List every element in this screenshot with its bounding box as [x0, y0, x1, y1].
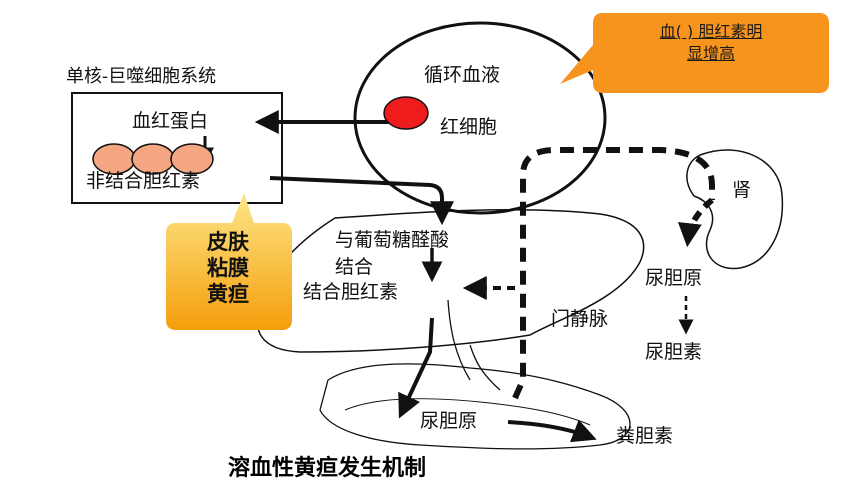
mono-system-box [71, 92, 283, 204]
liver-lower-outline [469, 344, 501, 391]
label-kidney: 肾 [732, 179, 752, 201]
arrow-to-stercobilin [507, 419, 597, 443]
intestine-outline [319, 363, 631, 450]
callout-left-line3: 黄疸 [207, 282, 249, 306]
arrow-unconjugated-to-liver [269, 176, 454, 226]
dashed-portal-vein [512, 147, 715, 400]
label-conjugated-bilirubin: 结合胆红素 [303, 281, 399, 303]
callout-top-line1: 血( ) 胆红素明 [659, 22, 763, 41]
label-mono-system: 单核-巨噬细胞系统 [66, 66, 217, 87]
label-portal-vein: 门静脉 [551, 308, 609, 330]
kidney-outline [686, 149, 784, 270]
diagram-title: 溶血性黄疸发生机制 [228, 456, 427, 481]
label-circulation: 循环血液 [424, 64, 501, 86]
callout-top-bg [560, 13, 829, 93]
label-unconjugated-bilirubin: 非结合胆红素 [86, 170, 201, 192]
callout-top: 血( ) 胆红素明 显增高 [593, 13, 829, 93]
callout-left-line2: 粘膜 [207, 256, 249, 280]
circulation-circle [353, 21, 607, 215]
macrophage-cell-3 [170, 143, 214, 175]
label-hemoglobin: 血红蛋白 [132, 110, 209, 132]
label-glucuronic: 与葡萄糖醛酸 [335, 229, 450, 251]
label-stercobilin: 粪胆素 [616, 425, 674, 447]
callout-left: 皮肤 粘膜 黄疸 [163, 193, 293, 333]
label-urobilin: 尿胆素 [645, 341, 703, 363]
arrow-conjugated-to-intestine [398, 317, 434, 419]
label-rbc: 红细胞 [440, 116, 498, 138]
dashed-kidney-to-urobilinogen [677, 197, 714, 248]
callout-top-line2: 显增高 [686, 44, 735, 63]
callout-left-line1: 皮肤 [207, 230, 249, 254]
label-combine: 结合 [335, 256, 374, 278]
bile-duct-outline [447, 299, 471, 381]
intestine-fold [344, 398, 591, 426]
label-urobilinogen-gut: 尿胆原 [420, 410, 478, 432]
label-urobilinogen-kidney: 尿胆原 [645, 267, 703, 289]
red-blood-cell [383, 96, 429, 130]
callout-left-bg [166, 193, 292, 330]
